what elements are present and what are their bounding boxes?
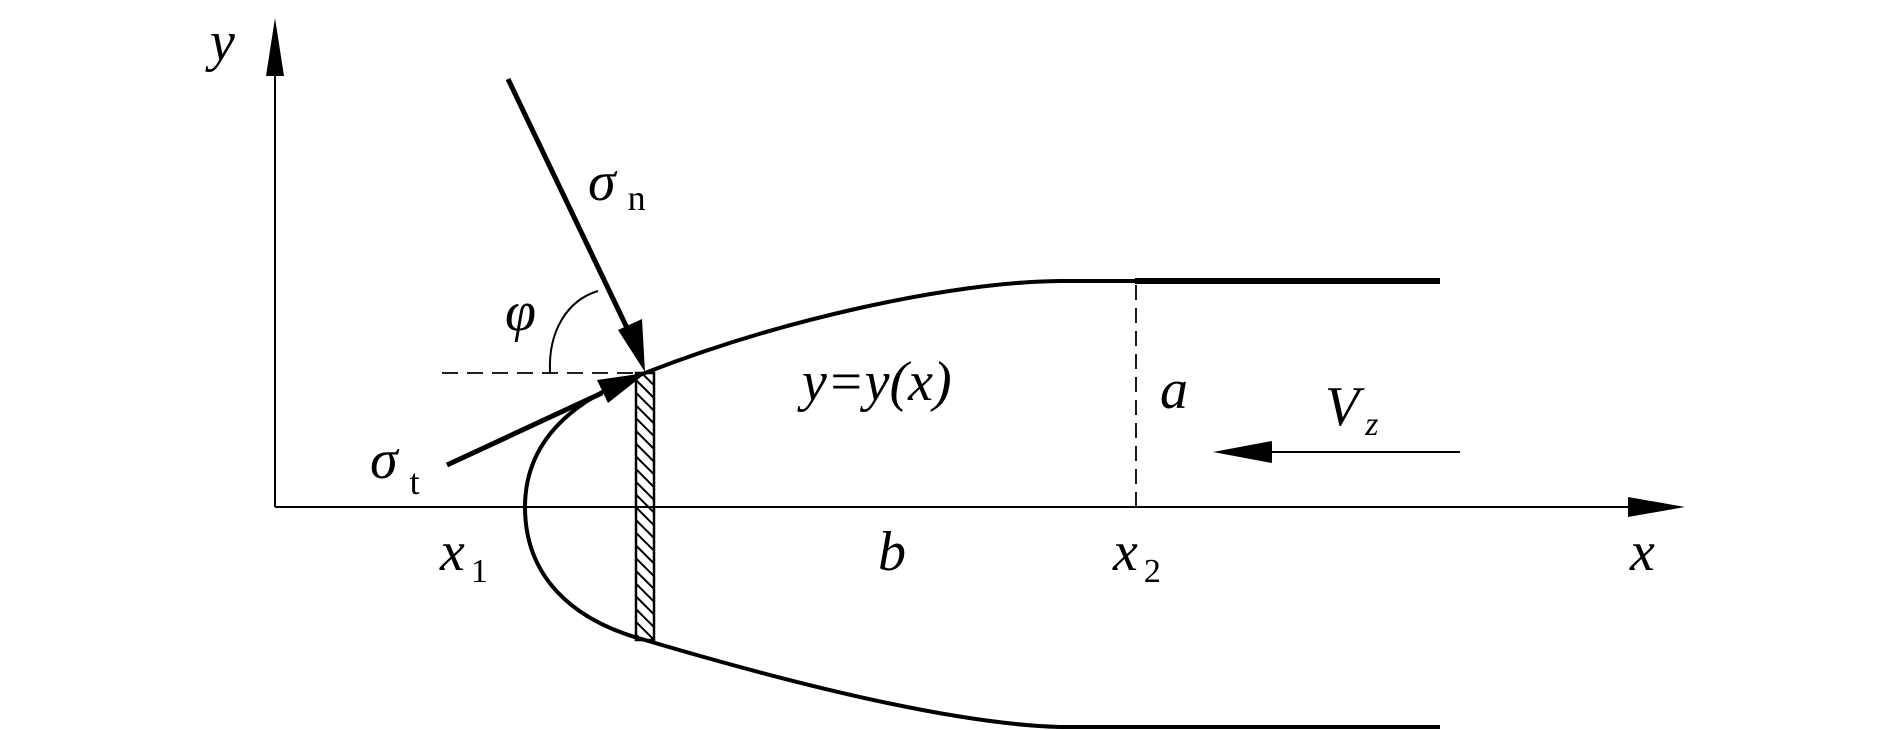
b-label: b: [878, 521, 906, 583]
x-axis-arrowhead: [1628, 497, 1685, 517]
sigma-t-sub: t: [410, 462, 420, 502]
sigma-n-arrowhead: [618, 319, 645, 372]
sigma-n-arrow-shaft: [505, 77, 631, 332]
x2-sub: 2: [1144, 553, 1161, 590]
sigma-n-label: σ n: [588, 151, 646, 218]
velocity-arrowhead: [1213, 441, 1272, 463]
x1-label: x 1: [439, 521, 488, 590]
lower-contour-curve: [523, 506, 1440, 729]
sigma-t-arrowhead: [597, 373, 646, 403]
x1-sub: 1: [471, 553, 488, 590]
upper-contour-curve: [523, 279, 1135, 508]
sigma-t-base: σ: [370, 429, 400, 491]
sigma-n-sub: n: [628, 178, 646, 218]
sigma-t-label: σ t: [370, 429, 420, 502]
hatched-strip: [634, 371, 656, 642]
velocity-label: V z: [1325, 376, 1378, 443]
x2-label: x 2: [1112, 521, 1161, 590]
x2-base: x: [1112, 521, 1138, 583]
velocity-base: V: [1325, 376, 1365, 438]
curve-equation-label: y=y(x): [797, 351, 952, 413]
y-axis-arrowhead: [266, 18, 284, 76]
a-label: a: [1160, 359, 1188, 421]
sigma-t-arrow-shaft: [445, 390, 604, 468]
sigma-n-base: σ: [588, 151, 618, 213]
velocity-sub: z: [1364, 406, 1378, 443]
x-axis-label: x: [1629, 521, 1655, 583]
phi-label: φ: [505, 281, 536, 343]
x1-base: x: [439, 521, 465, 583]
y-axis-label: y: [205, 11, 235, 73]
angle-phi-arc: [548, 290, 599, 374]
